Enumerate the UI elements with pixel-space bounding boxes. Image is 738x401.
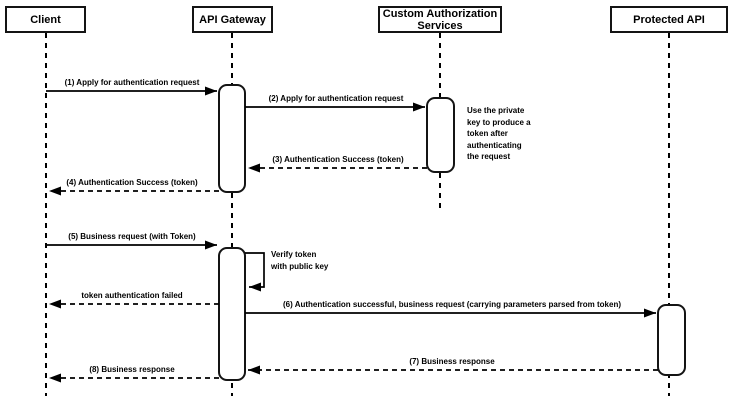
note-private-key: Use the private key to produce a token a… <box>467 106 531 161</box>
message-arrow-self-verify-token <box>245 252 265 292</box>
activation-api-gateway-business <box>218 247 246 381</box>
message-label-6: (6) Authentication successful, business … <box>282 300 622 309</box>
actor-client: Client <box>5 6 86 33</box>
message-label-7: (7) Business response <box>409 357 495 366</box>
activation-protected-api <box>657 304 686 376</box>
note-verify-token: Verify token with public key <box>271 250 329 271</box>
message-label-3: (3) Authentication Success (token) <box>272 155 404 164</box>
message-label-1: (1) Apply for authentication request <box>64 78 200 87</box>
message-label-5: (5) Business request (with Token) <box>68 232 196 241</box>
actor-client-label: Client <box>30 13 61 26</box>
activation-custom-auth-services <box>426 97 455 173</box>
activation-api-gateway-auth <box>218 84 246 193</box>
message-label-8: (8) Business response <box>89 365 175 374</box>
actor-api-gateway: API Gateway <box>192 6 273 33</box>
message-label-4: (4) Authentication Success (token) <box>66 178 198 187</box>
message-label-token-auth-failed: token authentication failed <box>81 291 183 300</box>
actor-protected-api-label: Protected API <box>633 13 705 26</box>
actor-protected-api: Protected API <box>610 6 728 33</box>
actor-custom-authorization-services: Custom Authorization Services <box>378 6 502 33</box>
actor-api-gateway-label: API Gateway <box>199 13 266 26</box>
message-label-2: (2) Apply for authentication request <box>268 94 404 103</box>
actor-custom-authorization-services-label: Custom Authorization Services <box>382 7 498 32</box>
